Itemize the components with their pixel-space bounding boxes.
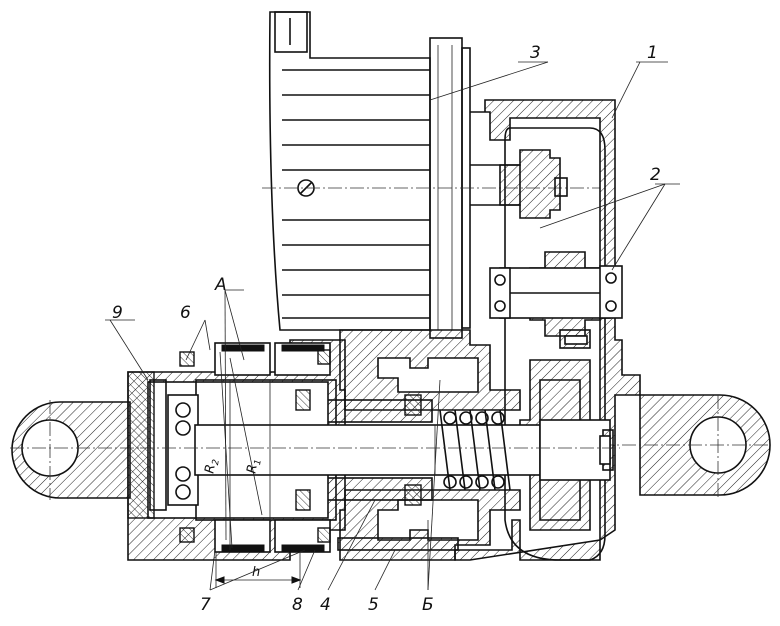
right-clevis — [600, 395, 770, 500]
label-4: 4 — [320, 595, 331, 615]
label-2: 2 — [650, 165, 661, 185]
label-6: 6 — [180, 303, 191, 323]
label-3: 3 — [530, 43, 541, 63]
label-h: h — [252, 565, 260, 580]
label-7: 7 — [200, 595, 211, 615]
label-B: Б — [422, 595, 434, 615]
label-9: 9 — [112, 303, 123, 323]
label-A: A — [214, 275, 227, 295]
label-1: 1 — [647, 43, 658, 63]
label-5: 5 — [368, 595, 379, 615]
motor-fins — [282, 70, 430, 318]
label-8: 8 — [292, 595, 303, 615]
left-clevis — [10, 400, 140, 500]
